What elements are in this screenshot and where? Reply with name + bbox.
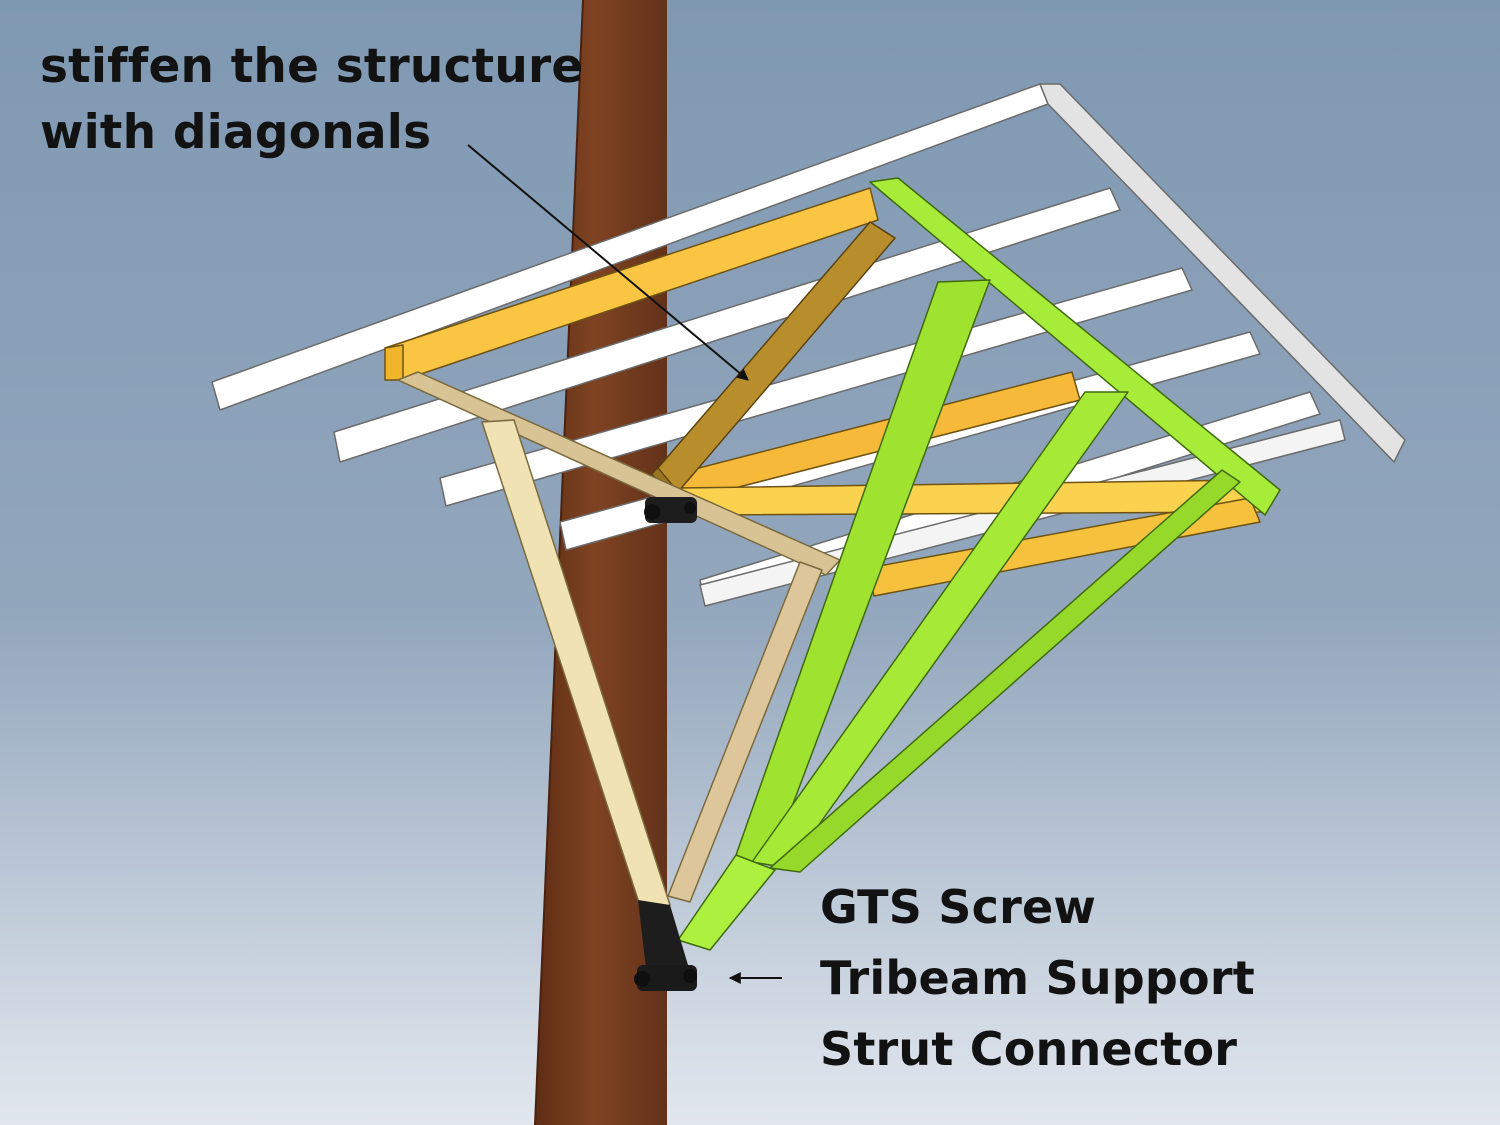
- green-frame-beam: [869, 177, 1281, 516]
- callout-line: with diagonals: [40, 105, 432, 160]
- green-strut-3: [769, 469, 1241, 873]
- lower-connector-body: [637, 965, 697, 991]
- upper-connector-bolt-2: [684, 502, 696, 514]
- lower-connector-bolt: [634, 971, 650, 987]
- deck-board-edge-1: [1039, 83, 1406, 463]
- connector-callout-text: GTS Screw Tribeam Support Strut Connecto…: [820, 872, 1255, 1085]
- callout-line: stiffen the structure: [40, 39, 584, 94]
- lower-connector-bolt-2: [683, 969, 697, 983]
- callout-line: Tribeam Support: [820, 951, 1255, 1005]
- diagonal-callout-text: stiffen the structure with diagonals: [40, 34, 583, 166]
- callout-line: GTS Screw: [820, 880, 1097, 934]
- green-strut-foot: [677, 854, 776, 951]
- lower-connector-plate: [638, 900, 688, 968]
- tan-struts: [397, 371, 841, 913]
- green-struts: [677, 177, 1281, 951]
- tan-strut-right: [667, 561, 823, 903]
- arrow-to-diagonal: [467, 144, 749, 381]
- upper-connector-bolt: [644, 504, 660, 520]
- frame-beam-top-end: [384, 344, 404, 381]
- lower-connector: [634, 900, 697, 991]
- callout-line: Strut Connector: [820, 1022, 1238, 1076]
- upper-connector: [644, 497, 697, 523]
